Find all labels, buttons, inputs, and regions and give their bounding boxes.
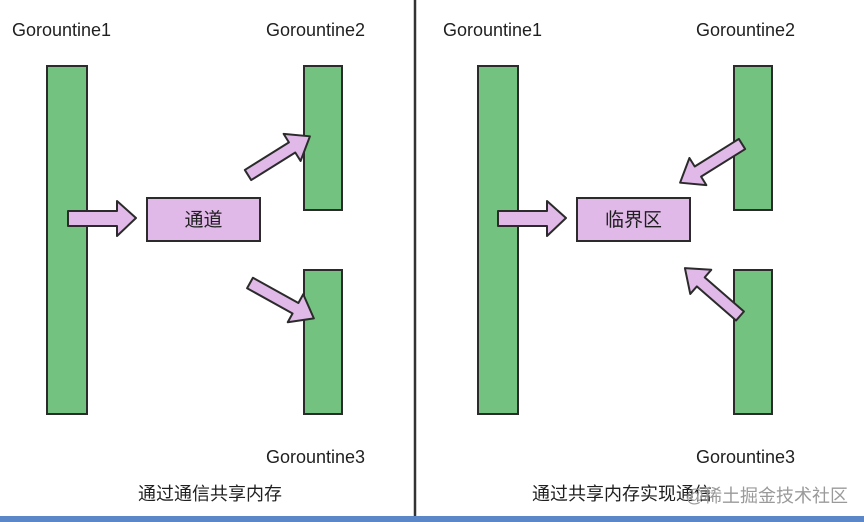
left-caption: 通过通信共享内存 (138, 484, 282, 504)
right-goroutine2-label: Gorountine2 (696, 20, 795, 40)
right-goroutine3-label: Gorountine3 (696, 447, 795, 467)
left-goroutine1-bar (46, 65, 88, 415)
channel-box-label: 通道 (184, 209, 222, 231)
arrow-g1-to-critical (497, 200, 567, 237)
arrow-channel-to-g3 (246, 276, 315, 324)
watermark: @稀土掘金技术社区 (686, 486, 848, 506)
bottom-border (0, 516, 864, 522)
arrow-g1-to-channel (67, 200, 137, 237)
left-goroutine3-label: Gorountine3 (266, 447, 365, 467)
left-panel: Gorountine1 Gorountine2 Gorountine3 通道 通… (12, 20, 365, 504)
channel-box (146, 197, 261, 242)
right-caption: 通过共享内存实现通信 (532, 484, 712, 504)
critical-section-box (576, 197, 691, 242)
arrow-channel-to-g2 (243, 132, 311, 182)
left-goroutine3-bar (303, 269, 343, 415)
right-goroutine1-bar (477, 65, 519, 415)
right-goroutine3-bar (733, 269, 773, 415)
arrow-g2-to-critical (679, 137, 747, 187)
left-goroutine1-label: Gorountine1 (12, 20, 111, 40)
right-goroutine2-bar (733, 65, 773, 211)
right-panel: Gorountine1 Gorountine2 Gorountine3 临界区 … (443, 20, 795, 504)
right-goroutine1-label: Gorountine1 (443, 20, 542, 40)
left-goroutine2-label: Gorountine2 (266, 20, 365, 40)
left-goroutine2-bar (303, 65, 343, 211)
arrow-g3-to-critical (683, 267, 745, 322)
critical-section-box-label: 临界区 (605, 209, 662, 231)
